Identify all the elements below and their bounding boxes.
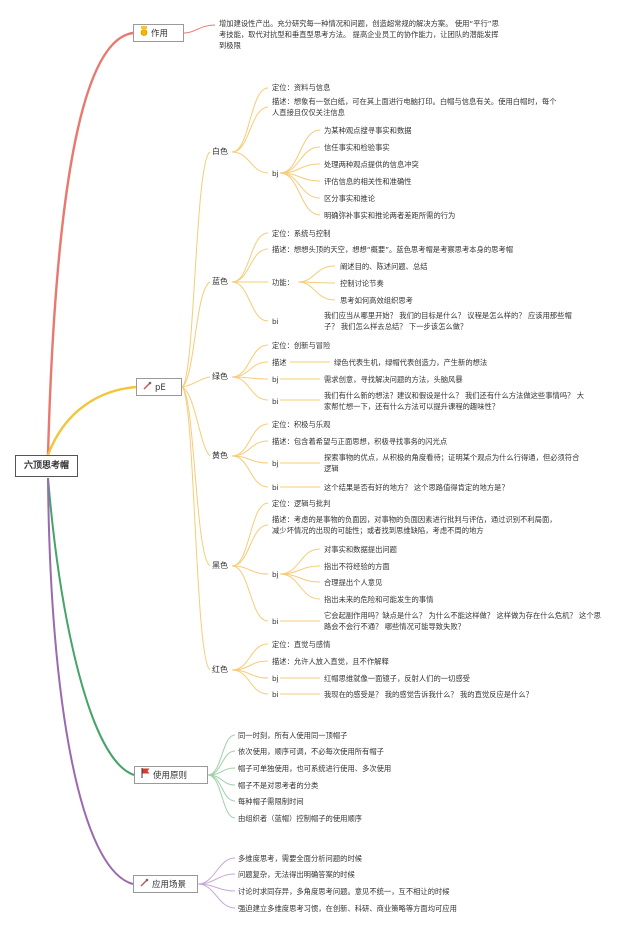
green-hat-label[interactable]: 绿色 [212, 372, 228, 381]
green-miaoshu-label: 描述 [272, 358, 287, 367]
yellow-bj-text: 探索事物的优点，从积极的角度看待；证明某个观点为什么行得通，但必须符合逻辑 [324, 453, 580, 473]
white-dingwei: 定位：资料与信息 [272, 83, 331, 92]
principle-item: 由组织者（蓝帽）控制帽子的使用顺序 [238, 814, 363, 823]
blue-dingwei: 定位：系统与控制 [272, 229, 331, 238]
scene-item: 讨论时求同存异，多角度思考问题。意见不统一，互不相让的时候 [238, 887, 450, 896]
green-bj-text: 需求创意，寻找解决问题的方法，头脑风暴 [324, 375, 463, 384]
green-miaoshu-text: 绿色代表生机，绿帽代表创造力，产生新的想法 [334, 358, 488, 367]
red-hat-label[interactable]: 红色 [212, 665, 228, 674]
black-bj-item: 合理提出个人意见 [324, 578, 383, 587]
principle-item: 帽子可单独使用，也可系统进行使用、多次使用 [238, 764, 392, 773]
blue-gongneng-item: 思考如何高效组织思考 [340, 296, 413, 305]
black-bj-item: 指出不符经验的方面 [324, 562, 390, 571]
scene-item: 问题复杂，无法得出明确答案的时候 [238, 870, 355, 879]
branch-label: 作用 [151, 29, 169, 39]
branch-label: pE [155, 383, 166, 393]
blue-gongneng-label: 功能： [272, 278, 294, 287]
green-bi-text: 我们有什么新的想法？建议和假设是什么？ 我们还有什么方法做这些事情吗？ 大家帮忙… [324, 391, 585, 411]
yellow-bi-label: bi [272, 483, 279, 492]
blue-gongneng-item: 控制讨论节奏 [340, 279, 384, 288]
white-bj-item: 信任事实和检验事实 [324, 143, 390, 152]
branch-zuoyong[interactable]: 作用 [133, 24, 184, 42]
tools-icon [143, 379, 152, 397]
blue-gongneng-item: 阐述目的、陈述问题、总结 [340, 262, 428, 271]
branch-label: 使用原则 [153, 771, 188, 781]
yellow-bi-text: 这个结果是否有好的地方？ 这个思路值得肯定的地方是？ [324, 483, 509, 492]
yellow-miaoshu: 描述：包含着希望与正面思想，积极寻找事务的闪光点 [272, 437, 448, 446]
blue-bi-label: bi [272, 317, 279, 326]
white-bj-item: 区分事实和推论 [324, 194, 376, 203]
blue-miaoshu: 描述：想想头顶的天空，想想“概要”。蓝色思考帽是考察思考本身的思考帽 [272, 245, 514, 254]
green-dingwei: 定位：创新与冒险 [272, 341, 331, 350]
blue-bi-text: 我们应当从哪里开始？ 我们的目标是什么？ 议程是怎么样的？ 应该用那些帽子？ 我… [324, 311, 572, 331]
branch-scenes[interactable]: 应用场景 [133, 875, 198, 893]
branch-principles[interactable]: 使用原则 [134, 766, 208, 784]
yellow-hat-label[interactable]: 黄色 [212, 451, 228, 460]
green-bj-label: bj [272, 375, 279, 384]
white-bj-item: 评估信息的相关性和准确性 [324, 177, 412, 186]
blue-hat-label[interactable]: 蓝色 [212, 277, 228, 286]
yellow-dingwei: 定位：积极与乐观 [272, 420, 331, 429]
yellow-bj-label: bj [272, 459, 279, 468]
black-bi-label: bi [272, 617, 279, 626]
white-bj-item: 处理两种观点提供的信息冲突 [324, 160, 419, 169]
medal-icon [140, 25, 148, 43]
green-bi-label: bi [272, 397, 279, 406]
red-bj-text: 红帽思维就像一面镜子，反射人们的一切感受 [324, 674, 470, 683]
scene-item: 强迫建立多维度思考习惯，在创新、科研、商业策略等方面均可应用 [238, 904, 457, 913]
black-bi-text: 它会起副作用吗？缺点是什么？ 为什么不能这样做？ 这样做为存在什么危机？ 这个思… [324, 611, 601, 631]
red-dingwei: 定位：直觉与感情 [272, 640, 331, 649]
branch-label: 应用场景 [152, 880, 187, 890]
principle-item: 同一时刻，所有人使用同一顶帽子 [238, 731, 348, 740]
principle-item: 帽子不是对思考者的分类 [238, 781, 319, 790]
red-flag-icon [141, 767, 150, 785]
black-miaoshu: 描述：考虑的是事物的负面因，对事物的负面因素进行批判与评估，通过识别不利局面，减… [272, 515, 557, 535]
white-bj-item: 为某种观点搜寻事实和数据 [324, 126, 412, 135]
red-miaoshu: 描述：允许人放入直觉，且不作解释 [272, 657, 389, 666]
branch-pe[interactable]: pE [136, 378, 182, 396]
black-bj-item: 对事实和数据提出问题 [324, 545, 397, 554]
white-miaoshu: 描述：想象有一张白纸，可在其上面进行电脑打印。白帽与信息有关。使用白帽时，每个人… [272, 97, 557, 117]
root-node[interactable]: 六顶思考帽 [15, 455, 78, 477]
white-bj-item: 明确弥补事实和推论两者差距所需的行为 [324, 211, 456, 220]
red-bi-label: bi [272, 690, 279, 699]
white-bj-label: bj [272, 169, 279, 178]
red-bj-label: bj [272, 674, 279, 683]
scene-item: 多维度思考，需要全面分析问题的时候 [238, 854, 363, 863]
red-bi-text: 我现在的感受是？ 我的感觉告诉我什么？ 我的直觉反应是什么？ [324, 690, 533, 699]
zuoyong-text: 增加建设性产出。充分研究每一种情况和问题，创造超常规的解决方案。 使用“平行”思… [219, 19, 499, 50]
white-hat-label[interactable]: 白色 [212, 147, 228, 156]
black-hat-label[interactable]: 黑色 [212, 561, 228, 570]
tools-icon [140, 876, 149, 894]
principle-item: 依次使用，顺序可调，不必每次使用所有帽子 [238, 747, 384, 756]
black-bj-item: 指出未来的危险和可能发生的事情 [324, 595, 434, 604]
black-dingwei: 定位：逻辑与批判 [272, 499, 331, 508]
principle-item: 每种帽子需限制时间 [238, 797, 304, 806]
black-bj-label: bj [272, 570, 279, 579]
